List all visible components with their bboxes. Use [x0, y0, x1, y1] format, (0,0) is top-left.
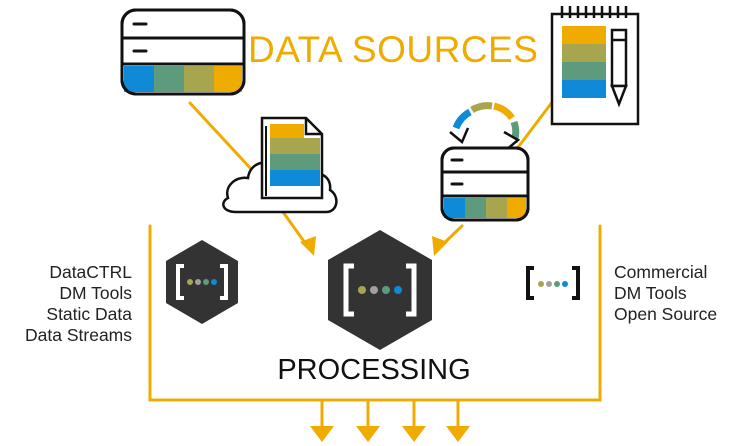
right-label-list: Commercial DM Tools Open Source	[614, 262, 734, 325]
connector-lines	[148, 95, 602, 428]
connector-db-to-cloud	[188, 101, 254, 172]
database-icon-right	[440, 146, 530, 222]
document-icon	[260, 116, 324, 200]
arrow-head-db	[432, 236, 448, 256]
right-label: DM Tools	[614, 283, 687, 303]
arrow-heads	[300, 236, 470, 442]
pencil-icon	[610, 28, 628, 108]
arrow-head-cloud	[300, 236, 316, 256]
hexagon-processing-icon-small	[166, 240, 238, 324]
sync-arrows	[449, 127, 521, 151]
left-label: Data Streams	[25, 325, 132, 345]
title: DATA SOURCES	[248, 29, 539, 70]
right-label: Open Source	[614, 304, 718, 324]
left-label: DM Tools	[59, 283, 132, 303]
processing-label: PROCESSING	[277, 354, 471, 386]
connector-notepad-to-db	[514, 95, 558, 152]
output-arrow-head-3	[402, 426, 426, 442]
output-arrow-head-1	[310, 426, 334, 442]
left-label-list: DataCTRL DM Tools Static Data Data Strea…	[8, 262, 132, 346]
left-label: DataCTRL	[49, 262, 132, 282]
code-braces-icon	[526, 266, 580, 300]
output-arrow-head-2	[356, 426, 380, 442]
hexagon-processing-icon	[328, 230, 432, 350]
output-arrow-head-4	[446, 426, 470, 442]
processing-frame	[148, 224, 602, 402]
database-icon	[120, 8, 246, 96]
right-label: Commercial	[614, 262, 708, 282]
left-label: Static Data	[46, 304, 132, 324]
